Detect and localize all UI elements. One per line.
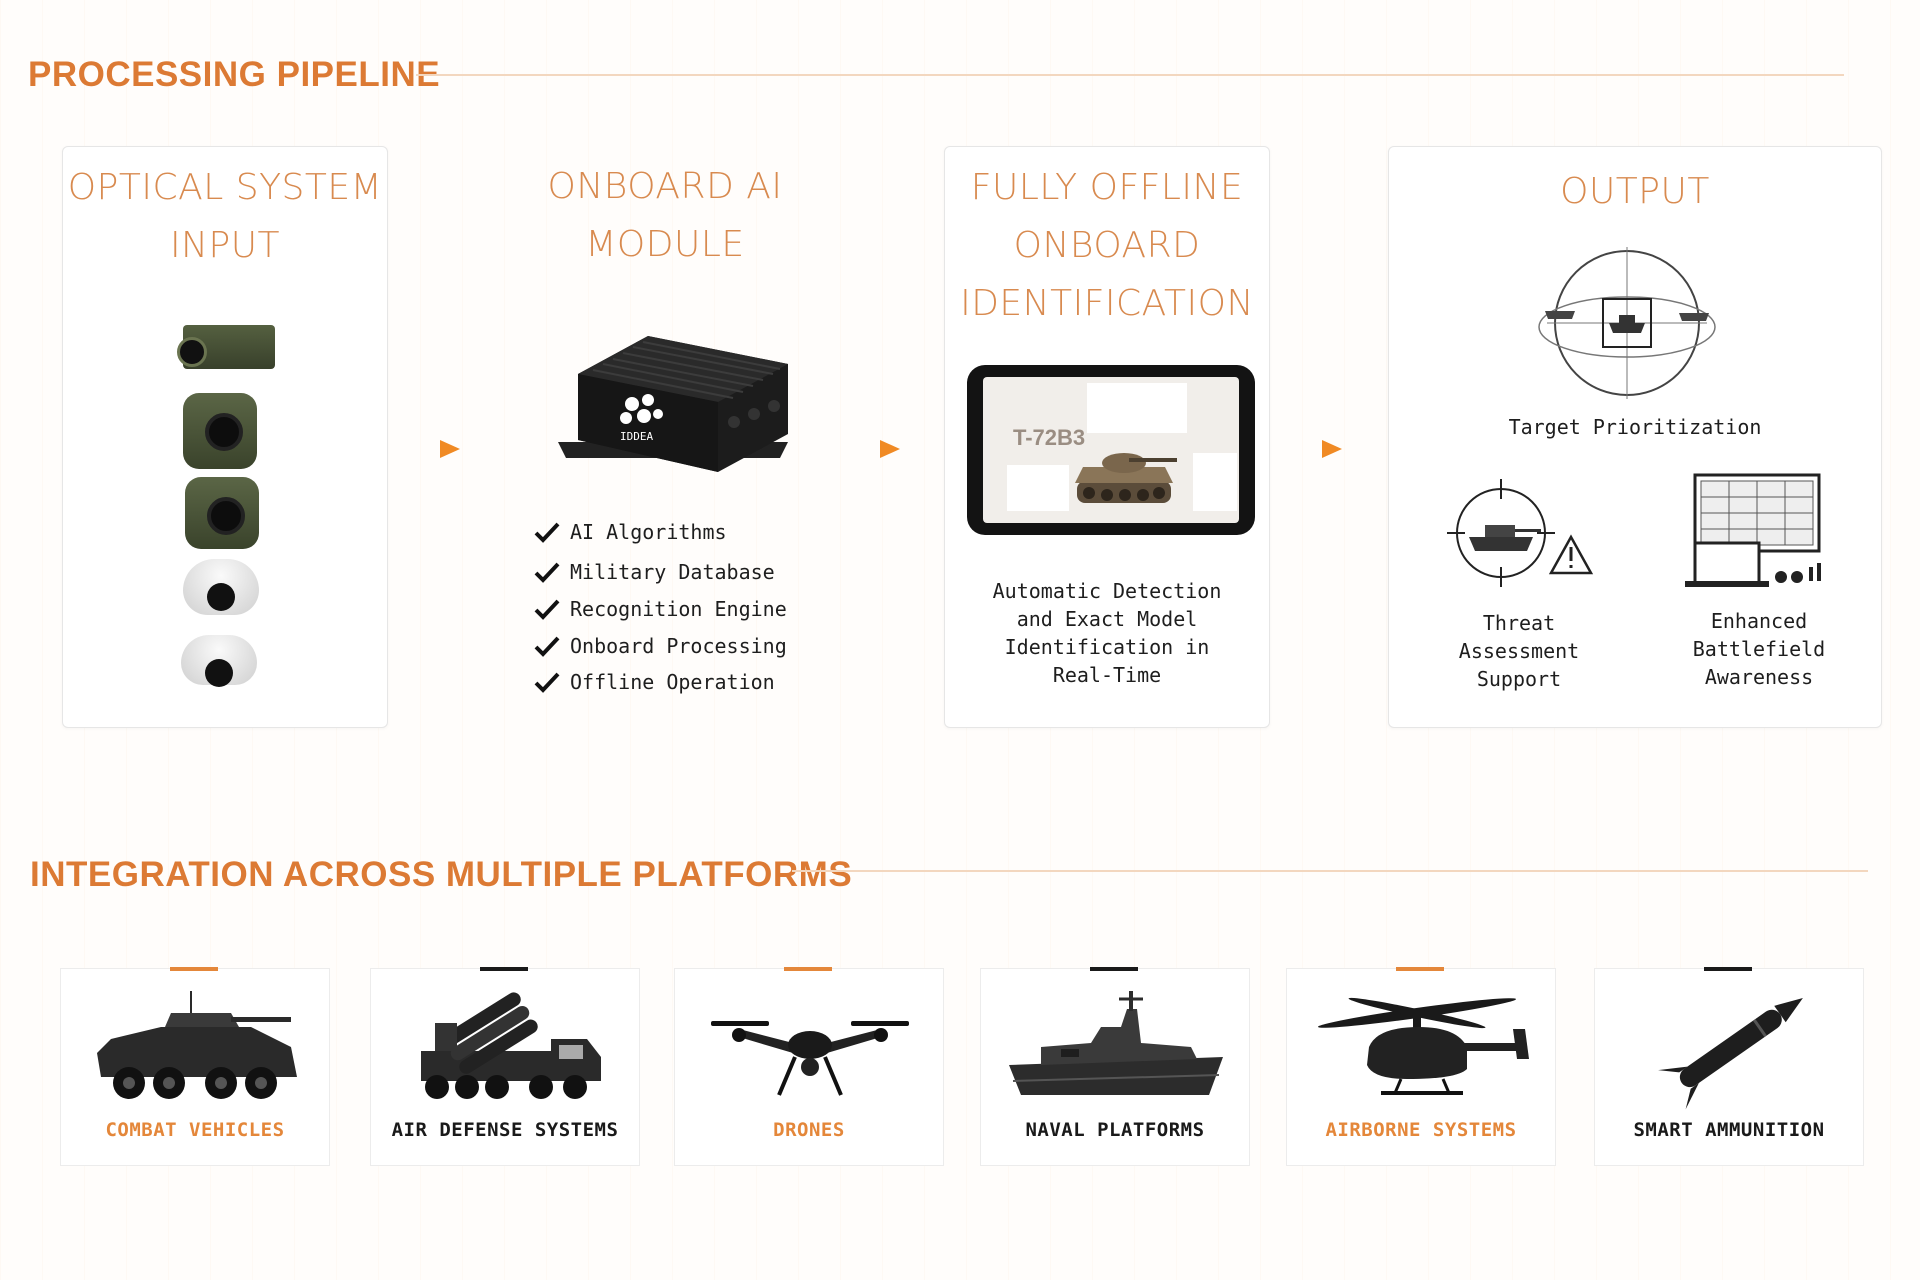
checkmark-icon	[534, 672, 560, 693]
ceiling-dome-camera-icon	[181, 635, 257, 687]
battlefield-awareness-line1: Enhanced	[1710, 609, 1808, 633]
identification-title-line1: FULLY OFFLINE	[970, 167, 1244, 208]
platform-card-naval: NAVAL PLATFORMS	[980, 967, 1250, 1166]
feature-label: Military Database	[570, 560, 775, 584]
optical-input-card: OPTICAL SYSTEM INPUT	[62, 146, 388, 728]
platform-card-drones: DRONES	[674, 967, 944, 1166]
identification-desc-line2: and Exact Model	[1016, 607, 1198, 631]
identification-title-line2: ONBOARD	[1013, 225, 1201, 266]
feature-label: Recognition Engine	[570, 597, 787, 621]
platform-card-smart-ammunition: SMART AMMUNITION	[1594, 967, 1864, 1166]
identification-desc-line4: Real-Time	[1052, 663, 1162, 687]
platform-accent-bar	[170, 967, 218, 971]
ai-module-panel: ONBOARD AI MODULE IDDEA AI Algorithms Mi…	[500, 146, 830, 728]
identification-card: FULLY OFFLINE ONBOARD IDENTIFICATION T-7…	[944, 146, 1270, 728]
platforms-title-rule	[792, 870, 1868, 872]
platform-label: AIRBORNE SYSTEMS	[1325, 1119, 1517, 1141]
drone-icon	[711, 1021, 909, 1096]
info-panel-left	[1007, 465, 1069, 511]
identification-title-line3: IDENTIFICATION	[960, 283, 1254, 324]
platform-card-combat-vehicles: COMBAT VEHICLES	[60, 967, 330, 1166]
combat-vehicle-icon	[97, 991, 297, 1099]
optical-card-title-line2: INPUT	[169, 225, 281, 266]
pipeline-section-title: PROCESSING PIPELINE	[28, 55, 441, 94]
feature-item: Onboard Processing	[534, 634, 787, 658]
target-radar-icon	[1538, 247, 1716, 399]
checkmark-icon	[534, 636, 560, 657]
feature-label: Onboard Processing	[570, 634, 787, 658]
info-panel-right	[1193, 453, 1237, 511]
battlefield-awareness-line3: Awareness	[1704, 665, 1814, 689]
battlefield-awareness-line2: Battlefield	[1692, 637, 1826, 661]
info-panel-top	[1087, 383, 1187, 433]
feature-item: AI Algorithms	[534, 520, 727, 544]
identification-desc-line1: Automatic Detection	[992, 579, 1222, 603]
output-card-title: OUTPUT	[1560, 171, 1710, 212]
checkmark-icon	[534, 562, 560, 583]
naval-ship-icon	[1009, 991, 1223, 1095]
platform-label: SMART AMMUNITION	[1633, 1119, 1825, 1141]
output-card: OUTPUT Target Prioritization Threat Asse…	[1388, 146, 1882, 728]
tank-image-icon	[1075, 453, 1177, 503]
ptz-gimbal-camera-icon	[185, 477, 259, 549]
platform-card-air-defense: AIR DEFENSE SYSTEMS	[370, 967, 640, 1166]
feature-item: Offline Operation	[534, 670, 775, 694]
feature-item: Military Database	[534, 560, 775, 584]
ai-card-title-line1: ONBOARD AI	[547, 166, 783, 207]
pipeline-title-rule	[416, 74, 1844, 76]
identification-desc-line3: Identification in	[1004, 635, 1210, 659]
thermal-gimbal-camera-icon	[183, 393, 257, 469]
pipeline-arrow-2	[880, 440, 900, 458]
missile-icon	[1658, 997, 1803, 1110]
ai-processing-unit-icon: IDDEA	[558, 336, 788, 472]
platform-label: COMBAT VEHICLES	[105, 1119, 285, 1141]
feature-label: Offline Operation	[570, 670, 775, 694]
air-defense-icon	[421, 992, 601, 1099]
helicopter-icon	[1317, 997, 1529, 1095]
platform-accent-bar	[1396, 967, 1444, 971]
platforms-section-title: INTEGRATION ACROSS MULTIPLE PLATFORMS	[30, 855, 853, 894]
checkmark-icon	[534, 599, 560, 620]
pipeline-arrow-3	[1322, 440, 1342, 458]
platform-label: NAVAL PLATFORMS	[1025, 1119, 1205, 1141]
target-prioritization-label: Target Prioritization	[1508, 415, 1762, 439]
feature-label: AI Algorithms	[570, 520, 727, 544]
dome-camera-icon	[183, 559, 259, 615]
optical-card-title-line1: OPTICAL SYSTEM	[67, 167, 383, 208]
tablet-display: T-72B3	[967, 365, 1255, 535]
platform-label: AIR DEFENSE SYSTEMS	[391, 1119, 619, 1141]
tablet-screen: T-72B3	[983, 377, 1239, 523]
feature-item: Recognition Engine	[534, 597, 787, 621]
checkmark-icon	[534, 522, 560, 543]
platform-accent-bar	[1704, 967, 1752, 971]
platform-accent-bar	[784, 967, 832, 971]
threat-assessment-line2: Assessment	[1458, 639, 1580, 663]
pipeline-arrow-1	[440, 440, 460, 458]
threat-assessment-line1: Threat	[1482, 611, 1556, 635]
battlefield-monitor-icon	[1685, 473, 1821, 587]
tank-model-label: T-72B3	[1013, 425, 1086, 450]
threat-crosshair-icon	[1447, 479, 1594, 587]
platform-accent-bar	[1090, 967, 1138, 971]
box-camera-icon	[177, 325, 275, 369]
platform-label: DRONES	[773, 1119, 845, 1141]
platform-accent-bar	[480, 967, 528, 971]
platform-card-airborne: AIRBORNE SYSTEMS	[1286, 967, 1556, 1166]
ai-card-title-line2: MODULE	[585, 224, 745, 265]
threat-assessment-line3: Support	[1476, 667, 1562, 691]
device-brand-text: IDDEA	[620, 430, 653, 443]
